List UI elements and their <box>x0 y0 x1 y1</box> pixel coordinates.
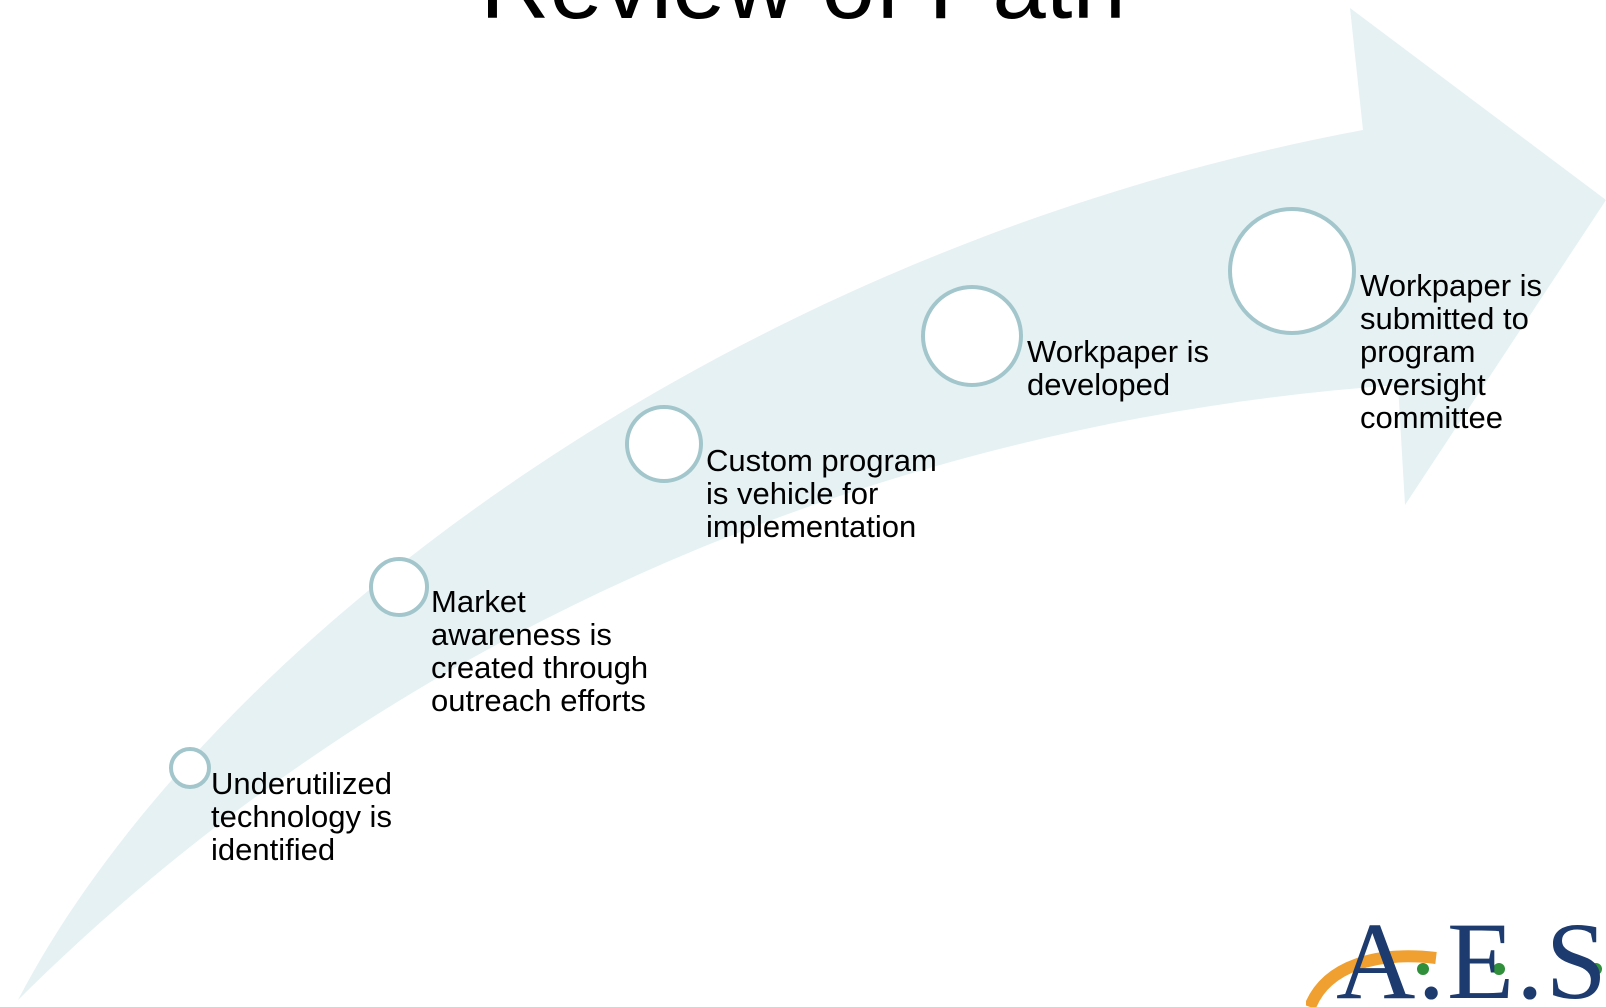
curved-arrow-shape <box>18 8 1606 1000</box>
step-4-circle <box>921 285 1023 387</box>
step-1-label: Underutilized technology is identified <box>211 766 392 867</box>
logo-swoosh <box>1306 950 1602 1007</box>
company-logo: A.E.S. <box>1306 906 1606 1007</box>
step-3-label: Custom program is vehicle for implementa… <box>706 443 937 544</box>
step-2-label: Market awareness is created through outr… <box>431 584 649 718</box>
slide-title: Review of Path <box>0 0 1606 34</box>
step-5-label: Workpaper is submitted to program oversi… <box>1360 268 1543 435</box>
step-5-circle <box>1228 207 1356 335</box>
step-2-circle <box>369 557 429 617</box>
logo-text: A.E.S. <box>1336 906 1606 1007</box>
step-4-label: Workpaper is developed <box>1027 334 1210 402</box>
step-1-circle <box>169 747 211 789</box>
step-3-circle <box>625 405 703 483</box>
